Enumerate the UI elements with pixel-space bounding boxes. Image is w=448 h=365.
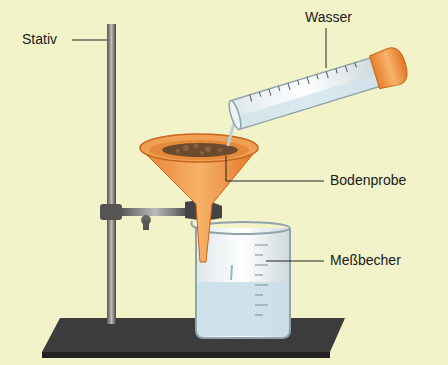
soil-sample — [162, 143, 238, 157]
stand-base — [42, 318, 345, 352]
part-label: Meßbecher — [330, 252, 401, 269]
test-tube — [226, 45, 411, 135]
stopper — [369, 45, 411, 91]
part-label: Wasser — [305, 9, 352, 26]
part-label: Bodenprobe — [330, 172, 406, 189]
stand-rod — [107, 24, 116, 324]
funnel — [140, 134, 258, 262]
leader-lines — [72, 28, 326, 261]
stand-base-edge — [42, 352, 330, 358]
part-label: Stativ — [22, 31, 57, 48]
